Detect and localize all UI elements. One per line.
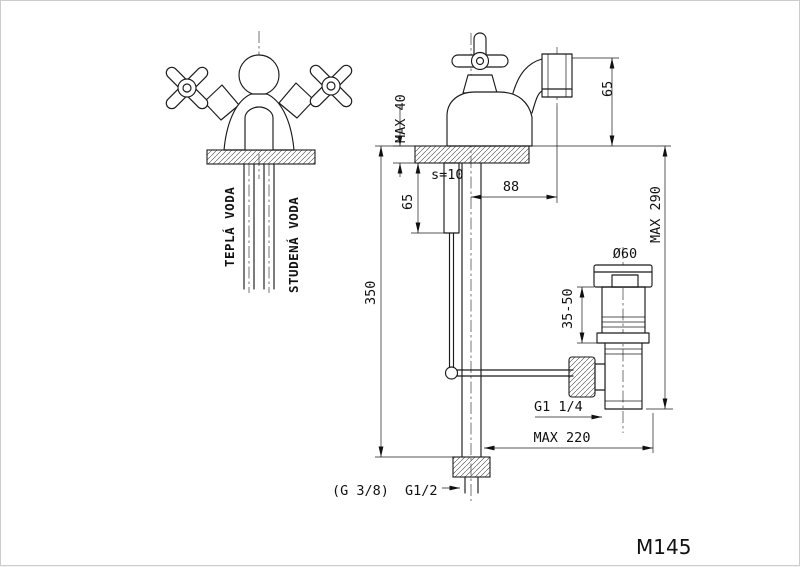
spout-neck-top xyxy=(512,58,543,94)
dim-inlet-thread: G1/2 xyxy=(405,483,460,499)
dim-drain-height-max: MAX 290 xyxy=(646,146,673,410)
dim-mounting-height: 350 xyxy=(363,145,453,458)
dim-label-deck-thickness-nominal: s=10 xyxy=(431,167,464,183)
dim-drain-thread: G1 1/4 xyxy=(534,399,602,420)
dim-label-drain-flange-diameter: Ø60 xyxy=(613,246,637,262)
front-view: TEPLÁ VODA STUDENÁ VODA xyxy=(165,31,353,293)
drain-assembly xyxy=(568,247,653,433)
dim-label-drain-thread: G1 1/4 xyxy=(534,399,583,415)
dim-drain-adjust-range: 35-50 xyxy=(560,286,597,344)
dimensions: 65 MAX 40 s=10 65 88 350 xyxy=(332,57,673,499)
top-handle-stem xyxy=(462,74,498,94)
mixer-body-side xyxy=(446,91,533,147)
dim-label-drain-adjust-range: 35-50 xyxy=(560,288,576,329)
dim-drain-reach-max: MAX 220 xyxy=(484,413,654,453)
supply-pipes xyxy=(243,163,275,293)
body-dome xyxy=(238,54,280,96)
model-number-label: M145 xyxy=(636,535,691,559)
rod-coupling-knob xyxy=(568,356,596,398)
drain-mid-flange xyxy=(596,332,650,344)
mounting-stud xyxy=(452,162,491,494)
dim-label-drain-height-max: MAX 290 xyxy=(648,186,664,243)
dim-label-mounting-height: 350 xyxy=(363,281,379,305)
cold-water-label: STUDENÁ VODA xyxy=(286,197,301,293)
aerator-outlet xyxy=(541,53,573,98)
dim-label-spout-outlet-height: 65 xyxy=(600,81,616,97)
dim-spout-reach: 88 xyxy=(471,105,558,203)
dim-spout-outlet-height: 65 xyxy=(532,57,671,147)
dim-label-spout-reach: 88 xyxy=(503,179,519,195)
dim-label-supply-connection: (G 3/8) xyxy=(332,483,389,499)
front-mounting-plate xyxy=(206,149,316,165)
dim-label-drain-reach-max: MAX 220 xyxy=(534,430,591,446)
spout-front xyxy=(244,106,274,151)
side-view xyxy=(414,32,653,501)
hot-handle-icon xyxy=(165,66,209,110)
dim-rod-guide-length: 65 xyxy=(400,163,444,234)
dim-label-deck-thickness-max: MAX 40 xyxy=(393,94,409,143)
dim-label-rod-guide-length: 65 xyxy=(400,194,416,210)
hot-water-label: TEPLÁ VODA xyxy=(222,187,237,267)
spout-neck-bottom xyxy=(531,90,543,114)
top-handle-icon xyxy=(451,32,509,71)
cold-handle-icon xyxy=(309,64,353,108)
dim-label-inlet-thread: G1/2 xyxy=(405,483,438,499)
drain-hole xyxy=(611,274,639,288)
popup-rod xyxy=(443,162,574,380)
side-mounting-plate xyxy=(414,145,530,164)
rod-connector xyxy=(594,363,606,391)
